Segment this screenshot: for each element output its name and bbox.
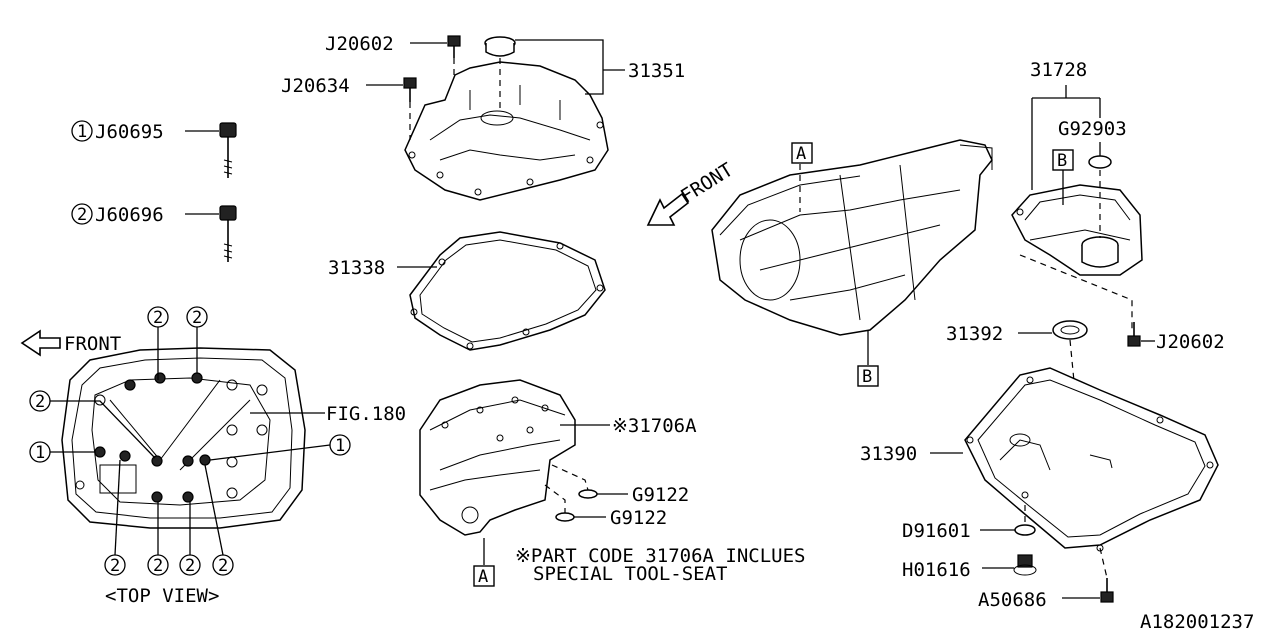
- svg-text:2: 2: [185, 556, 195, 576]
- bolt-j60696: [219, 205, 237, 262]
- bolt-a50686: [1100, 578, 1114, 603]
- label-31706a: ※31706A: [612, 415, 697, 437]
- marker-2-j60696-text: 2: [77, 205, 87, 225]
- drain-plug-h01616: [1013, 554, 1037, 576]
- label-j60696: J60696: [95, 204, 164, 226]
- svg-text:2: 2: [35, 392, 45, 412]
- label-front-mid: FRONT: [677, 159, 737, 208]
- front-arrow-mid: [646, 192, 690, 226]
- ref-a-valve: [473, 565, 495, 587]
- marker-2-j60696: [71, 203, 93, 225]
- label-31338: 31338: [328, 257, 385, 279]
- label-31728: 31728: [1030, 59, 1087, 81]
- label-front-left: FRONT: [64, 333, 121, 355]
- seal-31392: [1052, 320, 1088, 340]
- control-valve-31706a: [419, 379, 576, 536]
- note-line-2: SPECIAL TOOL-SEAT: [533, 563, 727, 585]
- label-j20634: J20634: [281, 75, 350, 97]
- seal-g9122-a: [578, 489, 598, 499]
- label-h01616: H01616: [902, 559, 971, 581]
- ref-a-valve-text: A: [478, 567, 488, 587]
- bolt-j20602-top: [447, 35, 461, 58]
- o-ring-g92903: [1088, 155, 1112, 169]
- label-j20602-right: J20602: [1156, 331, 1225, 353]
- svg-text:1: 1: [35, 443, 45, 463]
- ref-b-case: [857, 365, 879, 387]
- front-arrow-left: [20, 329, 61, 357]
- washer-d91601: [1014, 524, 1036, 536]
- svg-text:2: 2: [153, 556, 163, 576]
- label-top-view: <TOP VIEW>: [105, 585, 219, 607]
- svg-text:2: 2: [110, 556, 120, 576]
- svg-text:2: 2: [218, 556, 228, 576]
- bolt-j60695: [219, 122, 237, 178]
- label-a50686: A50686: [978, 589, 1047, 611]
- label-31351: 31351: [628, 60, 685, 82]
- label-fig180: FIG.180: [326, 403, 406, 425]
- ref-b-strainer-text: B: [1057, 151, 1067, 171]
- label-31390: 31390: [860, 443, 917, 465]
- bolt-j20634: [403, 77, 417, 102]
- label-g92903: G92903: [1058, 118, 1127, 140]
- label-d91601: D91601: [902, 520, 971, 542]
- bolt-j20602-right: [1127, 322, 1141, 347]
- note-line-1: ※PART CODE 31706A INCLUES: [515, 545, 805, 567]
- strainer-31728: [1011, 184, 1143, 276]
- top-view-valve-body: [61, 347, 306, 529]
- diagram-id: A182001237: [1140, 611, 1254, 633]
- label-j60695: J60695: [95, 121, 164, 143]
- svg-text:1: 1: [335, 436, 345, 456]
- top-view-callouts: 2 2 2 1 1 2 2 2 2: [29, 306, 351, 576]
- ref-a-case-text: A: [796, 144, 806, 164]
- seal-g9122-b: [555, 512, 575, 522]
- transmission-case: [711, 139, 993, 336]
- grommet-31351: [484, 36, 516, 57]
- marker-1-j60695: [71, 120, 93, 142]
- label-31392: 31392: [946, 323, 1003, 345]
- svg-text:2: 2: [192, 308, 202, 328]
- gasket-31338: [409, 231, 606, 351]
- label-g9122-a: G9122: [632, 484, 689, 506]
- ref-a-case: [791, 142, 813, 164]
- svg-text:2: 2: [153, 308, 163, 328]
- label-j20602-top: J20602: [325, 33, 394, 55]
- oil-pan-31390: [964, 367, 1219, 552]
- ref-b-case-text: B: [862, 367, 872, 387]
- upper-cover-31351: [404, 61, 609, 201]
- marker-1-j60695-text: 1: [77, 122, 87, 142]
- label-g9122-b: G9122: [610, 507, 667, 529]
